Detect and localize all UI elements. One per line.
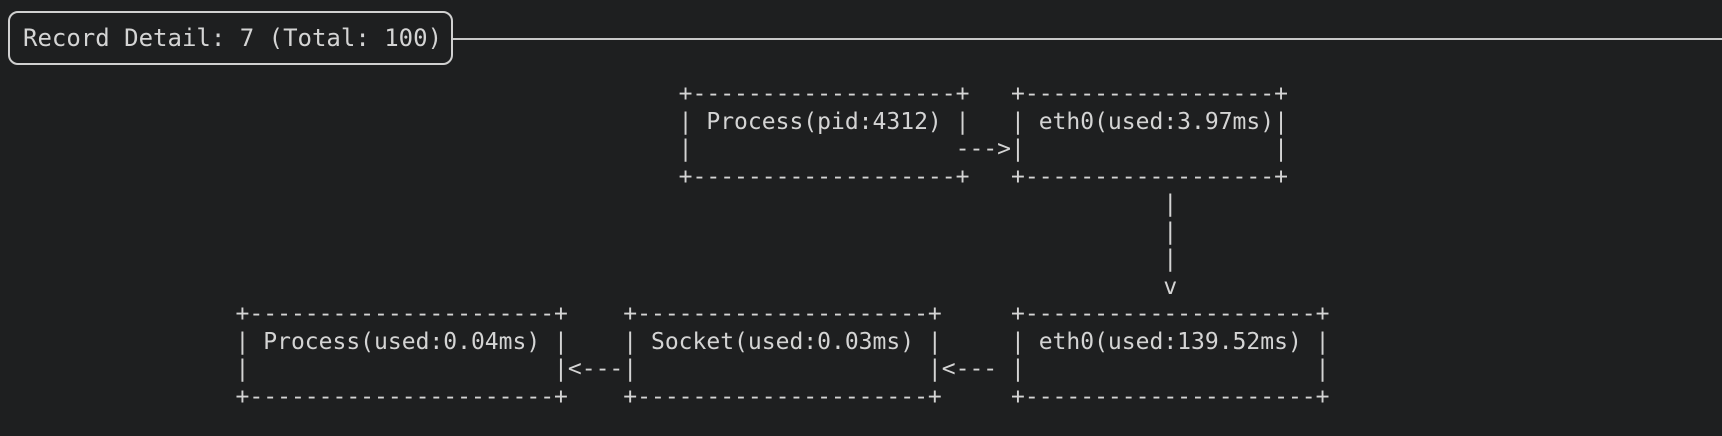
ascii-flow-diagram: +-------------------+ +-----------------… (235, 81, 1330, 410)
record-detail-title-box: Record Detail: 7 (Total: 100) (8, 11, 453, 65)
header-rule (451, 38, 1722, 40)
record-detail-title: Record Detail: 7 (Total: 100) (23, 24, 443, 52)
